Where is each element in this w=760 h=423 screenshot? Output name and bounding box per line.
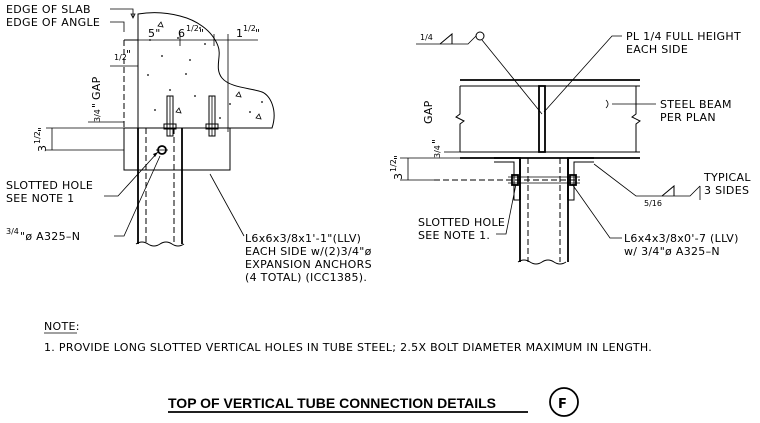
vertical-tube-right (517, 158, 569, 265)
svg-text:1/2: 1/2 (389, 159, 398, 172)
angle-spec-1: L6x6x3/8x1'-1"(LLV) (245, 232, 361, 245)
plate-label-1: PL 1/4 FULL HEIGHT (626, 30, 741, 43)
dim-6-whole: 6 (178, 27, 185, 40)
stiffener-plate (538, 85, 546, 153)
label-edge-of-angle: EDGE OF ANGLE (6, 16, 100, 29)
dim-1-frac: 1/2 (243, 24, 256, 33)
detail-tag: F (558, 397, 567, 412)
gap-dimension: 3/4 " GAP (88, 76, 124, 129)
svg-text:3/4: 3/4 (93, 109, 102, 122)
svg-text:": " (126, 48, 131, 61)
angle-spec-right-2: w/ 3/4"ø A325–N (624, 245, 720, 258)
left-detail: EDGE OF SLAB EDGE OF ANGLE (6, 3, 372, 284)
notes: NOTE: 1. PROVIDE LONG SLOTTED VERTICAL H… (44, 320, 652, 354)
typical-label-2: 3 SIDES (704, 184, 749, 197)
title-block: TOP OF VERTICAL TUBE CONNECTION DETAILS … (168, 387, 579, 417)
angle-spec-3: EXPANSION ANCHORS (245, 258, 372, 271)
dim-5: 5" (148, 27, 161, 40)
angle-spec-4: (4 TOTAL) (ICC1385). (245, 271, 367, 284)
concrete-slab (137, 12, 275, 129)
note-1: 1. PROVIDE LONG SLOTTED VERTICAL HOLES I… (44, 341, 652, 354)
svg-text:GAP: GAP (422, 100, 435, 124)
svg-text:": " (90, 103, 103, 108)
dim-half-frac: 1/2 (114, 53, 127, 62)
gap-dimension-right: GAP 3/4 " (422, 100, 494, 159)
expansion-anchors (163, 95, 219, 137)
weld-frac-typical: 5/16 (644, 199, 662, 208)
svg-text:": " (199, 27, 204, 40)
bolt-frac: 3/4 (6, 227, 19, 236)
angle-horizontal-leg (123, 127, 231, 171)
svg-text:": " (36, 127, 49, 132)
leader-edge-slab (110, 8, 134, 18)
dim-6-frac: 1/2 (186, 24, 199, 33)
drawing-title: TOP OF VERTICAL TUBE CONNECTION DETAILS (168, 395, 496, 411)
svg-text:3/4: 3/4 (433, 145, 442, 158)
dim-3-half-right: 3 1/2 " (389, 155, 444, 181)
label-edge-of-slab: EDGE OF SLAB (6, 3, 91, 16)
beam-label-2: PER PLAN (660, 111, 716, 124)
dim-3-half: 3 1/2 " (33, 127, 124, 152)
dim-1-whole: 1 (236, 27, 243, 40)
steel-beam (455, 79, 641, 159)
plate-label-2: EACH SIDE (626, 43, 688, 56)
svg-text:3: 3 (392, 173, 405, 180)
svg-text:1/2: 1/2 (33, 131, 42, 144)
weld-all-around-icon (475, 31, 485, 41)
svg-text:": " (430, 139, 443, 144)
detail-tag-circle (549, 387, 579, 417)
beam-label-1: STEEL BEAM (660, 98, 732, 111)
svg-text:": " (392, 155, 405, 160)
typical-label-1: TYPICAL (703, 171, 751, 184)
slotted-hole-label: SLOTTED HOLE (6, 179, 93, 192)
note-heading: NOTE: (44, 320, 80, 333)
angle-spec-right-1: L6x4x3/8x0'-7 (LLV) (624, 232, 739, 245)
svg-text:3: 3 (36, 145, 49, 152)
vertical-tube (135, 128, 185, 247)
leader-edge-angle (110, 21, 125, 32)
clip-angles (494, 157, 594, 201)
svg-text:": " (255, 27, 260, 40)
see-note-label-right: SEE NOTE 1. (418, 229, 490, 242)
slotted-hole-label-right: SLOTTED HOLE (418, 216, 505, 229)
angle-spec-2: EACH SIDE w/(2)3/4"ø (245, 245, 372, 258)
see-note-label: SEE NOTE 1 (6, 192, 74, 205)
weld-frac-top: 1/4 (420, 33, 433, 42)
bolt-label: "ø A325–N (20, 230, 80, 243)
right-detail: 1/4 PL 1/4 FULL HEIGHT EACH SIDE STEEL B… (389, 30, 751, 265)
bolt-row (434, 174, 580, 186)
svg-text:GAP: GAP (90, 76, 103, 100)
concrete-stipple (147, 21, 263, 120)
